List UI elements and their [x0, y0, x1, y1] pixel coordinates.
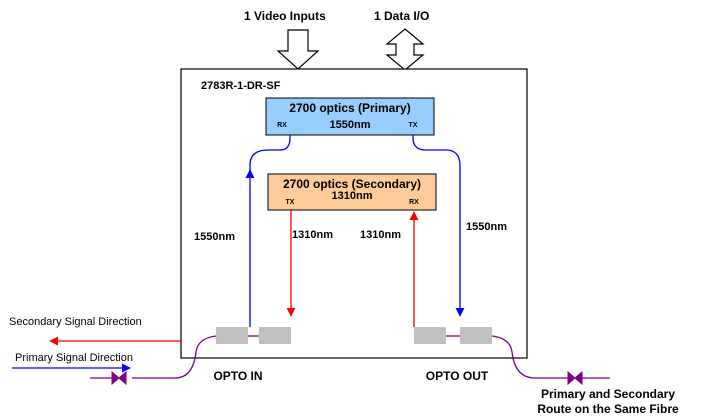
- fibre-note-line2: Route on the Same Fibre: [537, 402, 679, 416]
- input-fibre-line: [132, 335, 217, 379]
- opto-in-label: OPTO IN: [213, 369, 262, 383]
- opto-in-connector-secondary: [259, 327, 291, 344]
- data-io-arrow-icon: [385, 28, 425, 71]
- primary-path-right: [412, 135, 465, 317]
- right-primary-wavelength: 1550nm: [466, 221, 507, 233]
- secondary-optics-wavelength: 1310nm: [332, 190, 373, 202]
- opto-in-connector-primary: [216, 327, 248, 344]
- left-primary-wavelength: 1550nm: [194, 231, 235, 243]
- primary-optics-box: [265, 97, 435, 136]
- opto-out-connector-secondary: [414, 327, 446, 344]
- primary-path-left-curve: [249, 135, 291, 172]
- video-inputs-label: 1 Video Inputs: [244, 9, 326, 23]
- primary-optics-title: 2700 optics (Primary): [289, 101, 410, 115]
- left-secondary-wavelength: 1310nm: [292, 229, 333, 241]
- primary-rx-label: RX: [277, 122, 287, 129]
- output-fibre-bowtie-icon: [567, 370, 583, 386]
- secondary-optics-box: [267, 173, 437, 211]
- output-fibre-line: [491, 335, 568, 379]
- fibre-note-line1: Primary and Secondary: [541, 387, 675, 401]
- data-io-label: 1 Data I/O: [374, 9, 429, 23]
- secondary-optics-title: 2700 optics (Secondary): [283, 177, 421, 191]
- secondary-rx-label: RX: [409, 199, 419, 206]
- primary-optics-wavelength: 1550nm: [330, 119, 371, 131]
- primary-direction-label: Primary Signal Direction: [15, 352, 133, 364]
- primary-tx-label: TX: [409, 122, 418, 129]
- secondary-tx-label: TX: [286, 199, 295, 206]
- input-fibre-bowtie-icon: [111, 370, 127, 386]
- opto-out-label: OPTO OUT: [426, 369, 489, 383]
- opto-out-connector-primary: [460, 327, 492, 344]
- right-secondary-wavelength: 1310nm: [360, 229, 401, 241]
- video-input-arrow-icon: [276, 29, 320, 70]
- secondary-direction-label: Secondary Signal Direction: [9, 316, 142, 328]
- unit-model-label: 2783R-1-DR-SF: [201, 80, 281, 92]
